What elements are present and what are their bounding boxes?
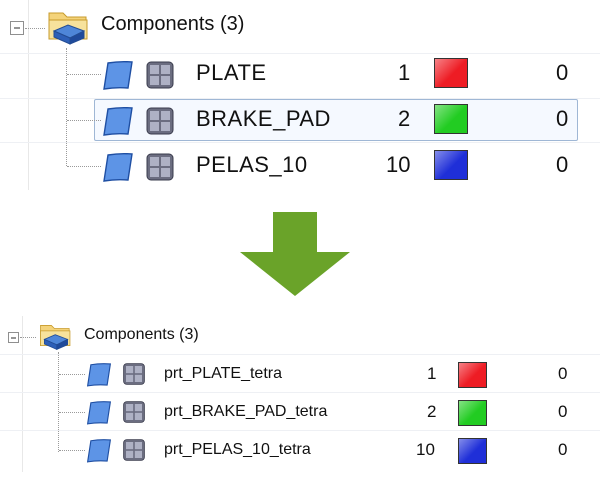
component-part-icon [86,363,112,387]
component-row-prt-plate-tetra[interactable]: prt_PLATE_tetra 1 0 [0,358,600,394]
row-divider [0,98,600,99]
tree-connector [67,120,101,121]
component-id: 1 [427,364,437,383]
component-row-plate[interactable]: PLATE 1 0 [0,52,600,96]
component-color-swatch[interactable] [434,150,468,180]
component-count: 0 [556,106,569,131]
mesh-grid-icon [146,153,174,181]
component-count: 0 [556,60,569,85]
component-id: 2 [398,106,411,131]
component-color-swatch[interactable] [458,400,487,426]
component-row-brake-pad[interactable]: BRAKE_PAD 2 0 [0,98,600,142]
components-header-label: Components (3) [101,13,245,35]
row-selection-highlight [94,99,578,141]
component-count: 0 [558,364,568,383]
tree-connector [59,412,85,413]
mesh-grid-icon [146,107,174,135]
component-count: 0 [558,440,568,459]
component-name: BRAKE_PAD [196,106,331,131]
mesh-grid-icon [146,61,174,89]
component-name: PLATE [196,60,267,85]
component-name: prt_BRAKE_PAD_tetra [164,403,328,420]
component-id: 10 [386,152,411,177]
tree-connector [20,337,36,338]
down-arrow-icon [240,212,350,296]
row-divider [0,430,600,431]
component-id: 2 [427,402,437,421]
row-divider [0,354,600,355]
tree-connector [25,28,45,29]
component-part-icon [103,106,133,136]
component-color-swatch[interactable] [458,438,487,464]
tree-connector [58,352,59,452]
tree-guide-line [22,316,23,472]
tree-connector [59,450,85,451]
components-tree-after: Components (3) prt_PLATE_tetra 1 0 [0,316,600,472]
tree-connector [59,374,85,375]
component-part-icon [103,152,133,182]
components-tree-before: Components (3) PLATE 1 0 [0,0,600,190]
row-divider [0,53,600,54]
component-part-icon [86,439,112,463]
tree-connector [66,48,67,166]
collapse-toggle[interactable] [10,21,24,35]
component-color-swatch[interactable] [434,58,468,88]
folder-components-icon [40,325,71,351]
tree-connector [67,74,101,75]
component-name: prt_PELAS_10_tetra [164,441,311,458]
folder-components-icon [48,12,88,45]
row-divider [0,142,600,143]
component-id: 10 [416,440,435,459]
components-header-label: Components (3) [84,326,199,343]
tree-header-row[interactable]: Components (3) [0,0,600,50]
mesh-grid-icon [123,363,145,385]
component-name: prt_PLATE_tetra [164,365,282,382]
component-count: 0 [558,402,568,421]
tree-guide-line [28,0,29,190]
component-count: 0 [556,152,569,177]
component-row-prt-brake-pad-tetra[interactable]: prt_BRAKE_PAD_tetra 2 0 [0,396,600,432]
tree-header-row[interactable]: Components (3) [0,316,600,352]
component-part-icon [86,401,112,425]
mesh-grid-icon [123,439,145,461]
collapse-toggle[interactable] [8,332,19,343]
mesh-grid-icon [123,401,145,423]
tree-connector [67,166,101,167]
component-row-prt-pelas-10-tetra[interactable]: prt_PELAS_10_tetra 10 0 [0,434,600,470]
component-part-icon [103,60,133,90]
component-id: 1 [398,60,411,85]
component-color-swatch[interactable] [458,362,487,388]
row-divider [0,392,600,393]
component-row-pelas-10[interactable]: PELAS_10 10 0 [0,144,600,188]
component-color-swatch[interactable] [434,104,468,134]
component-name: PELAS_10 [196,152,308,177]
